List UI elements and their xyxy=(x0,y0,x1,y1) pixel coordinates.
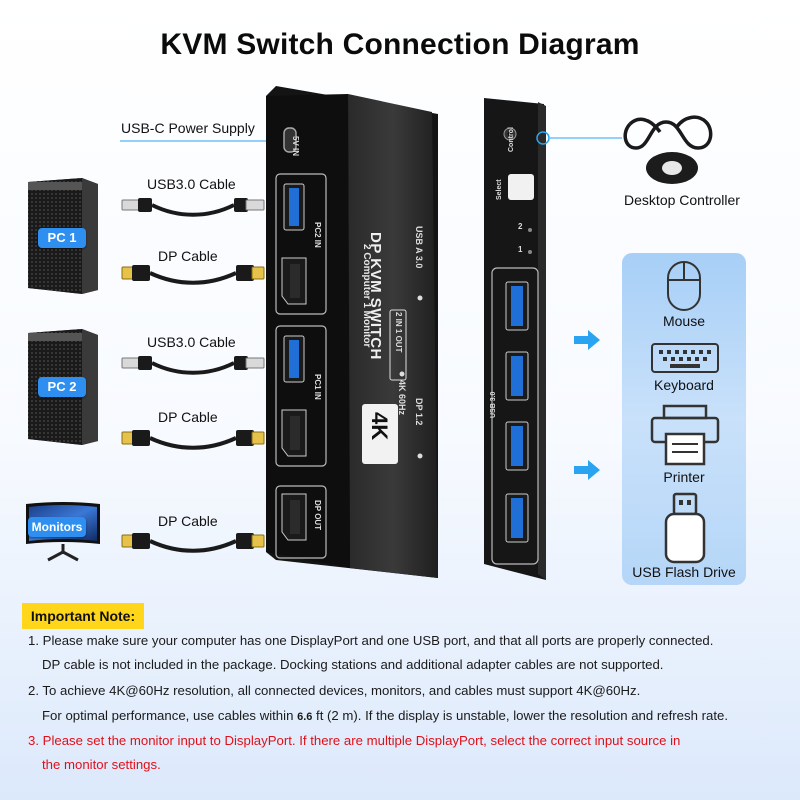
note-2-text-post: ft (2 m). If the display is unstable, lo… xyxy=(312,708,728,723)
kvm-switch-back xyxy=(484,98,546,580)
usb30-label: USB 3.0 xyxy=(490,391,497,418)
printer-label: Printer xyxy=(663,469,705,485)
arrow-right-icon xyxy=(574,460,600,480)
label-usbc-power: USB-C Power Supply xyxy=(121,120,255,136)
desktop-controller-image xyxy=(623,115,713,184)
spec-resolution: 4K 60Hz xyxy=(397,380,407,416)
note-2-line-2: For optimal performance, use cables with… xyxy=(42,708,728,723)
pc2-badge: PC 2 xyxy=(38,377,86,397)
spec-usb: USB A 3.0 xyxy=(414,226,424,269)
usb-flash-drive-label: USB Flash Drive xyxy=(632,564,736,580)
note-3-line-1: 3. Please set the monitor input to Displ… xyxy=(28,733,681,748)
port-label-pc2-in: PC2 IN xyxy=(313,222,322,248)
select-button-label: Select xyxy=(496,179,503,200)
desktop-controller-label: Desktop Controller xyxy=(624,192,740,208)
note-3-line-2: the monitor settings. xyxy=(42,757,161,772)
page-title: KVM Switch Connection Diagram xyxy=(160,28,640,61)
port-label-5v-in: 5V IN xyxy=(291,136,300,157)
port-mode-label: 2 IN 1 OUT xyxy=(394,312,403,353)
usb-cable-1-image xyxy=(121,198,265,217)
label-dp-cable-1: DP Cable xyxy=(158,248,218,264)
note-1-line-2: DP cable is not included in the package.… xyxy=(42,657,664,672)
mouse-label: Mouse xyxy=(662,313,706,329)
dp-cable-3-image xyxy=(121,533,265,553)
note-2-text-pre: For optimal performance, use cables with… xyxy=(42,708,298,723)
dp-cable-2-image xyxy=(121,430,265,450)
kvm-switch-front xyxy=(266,86,438,578)
control-port-label: Control xyxy=(508,127,515,152)
note-2-cable-length: 6.6 xyxy=(297,711,313,723)
usb-flash-drive-icon xyxy=(664,492,706,564)
label-usb-cable-1: USB3.0 Cable xyxy=(147,176,236,192)
dp-cable-1-image xyxy=(121,265,265,285)
monitors-badge: Monitors xyxy=(28,517,86,537)
usb-cable-2-image xyxy=(121,356,265,375)
label-dp-cable-2: DP Cable xyxy=(158,409,218,425)
led-2-label: 2 xyxy=(518,222,523,231)
printer-icon xyxy=(650,404,720,466)
port-label-pc1-in: PC1 IN xyxy=(313,374,322,400)
label-usb-cable-2: USB3.0 Cable xyxy=(147,334,236,350)
note-1-line-1: 1. Please make sure your computer has on… xyxy=(28,633,714,648)
controller-leader-line xyxy=(536,131,622,145)
spec-dp-version: DP 1.2 xyxy=(414,398,424,426)
label-dp-cable-3: DP Cable xyxy=(158,513,218,529)
arrow-right-icon xyxy=(574,330,600,350)
product-subtitle: 2 Computer 1 Monitor xyxy=(361,244,372,348)
note-2-line-1: 2. To achieve 4K@60Hz resolution, all co… xyxy=(28,683,641,698)
mouse-icon xyxy=(667,261,701,311)
keyboard-icon xyxy=(651,343,719,373)
port-label-dp-out: DP OUT xyxy=(313,500,322,531)
pc1-badge: PC 1 xyxy=(38,228,86,248)
important-note-heading: Important Note: xyxy=(22,603,144,629)
4k-badge: 4K xyxy=(367,412,392,441)
keyboard-label: Keyboard xyxy=(654,377,714,393)
led-1-label: 1 xyxy=(518,245,523,254)
